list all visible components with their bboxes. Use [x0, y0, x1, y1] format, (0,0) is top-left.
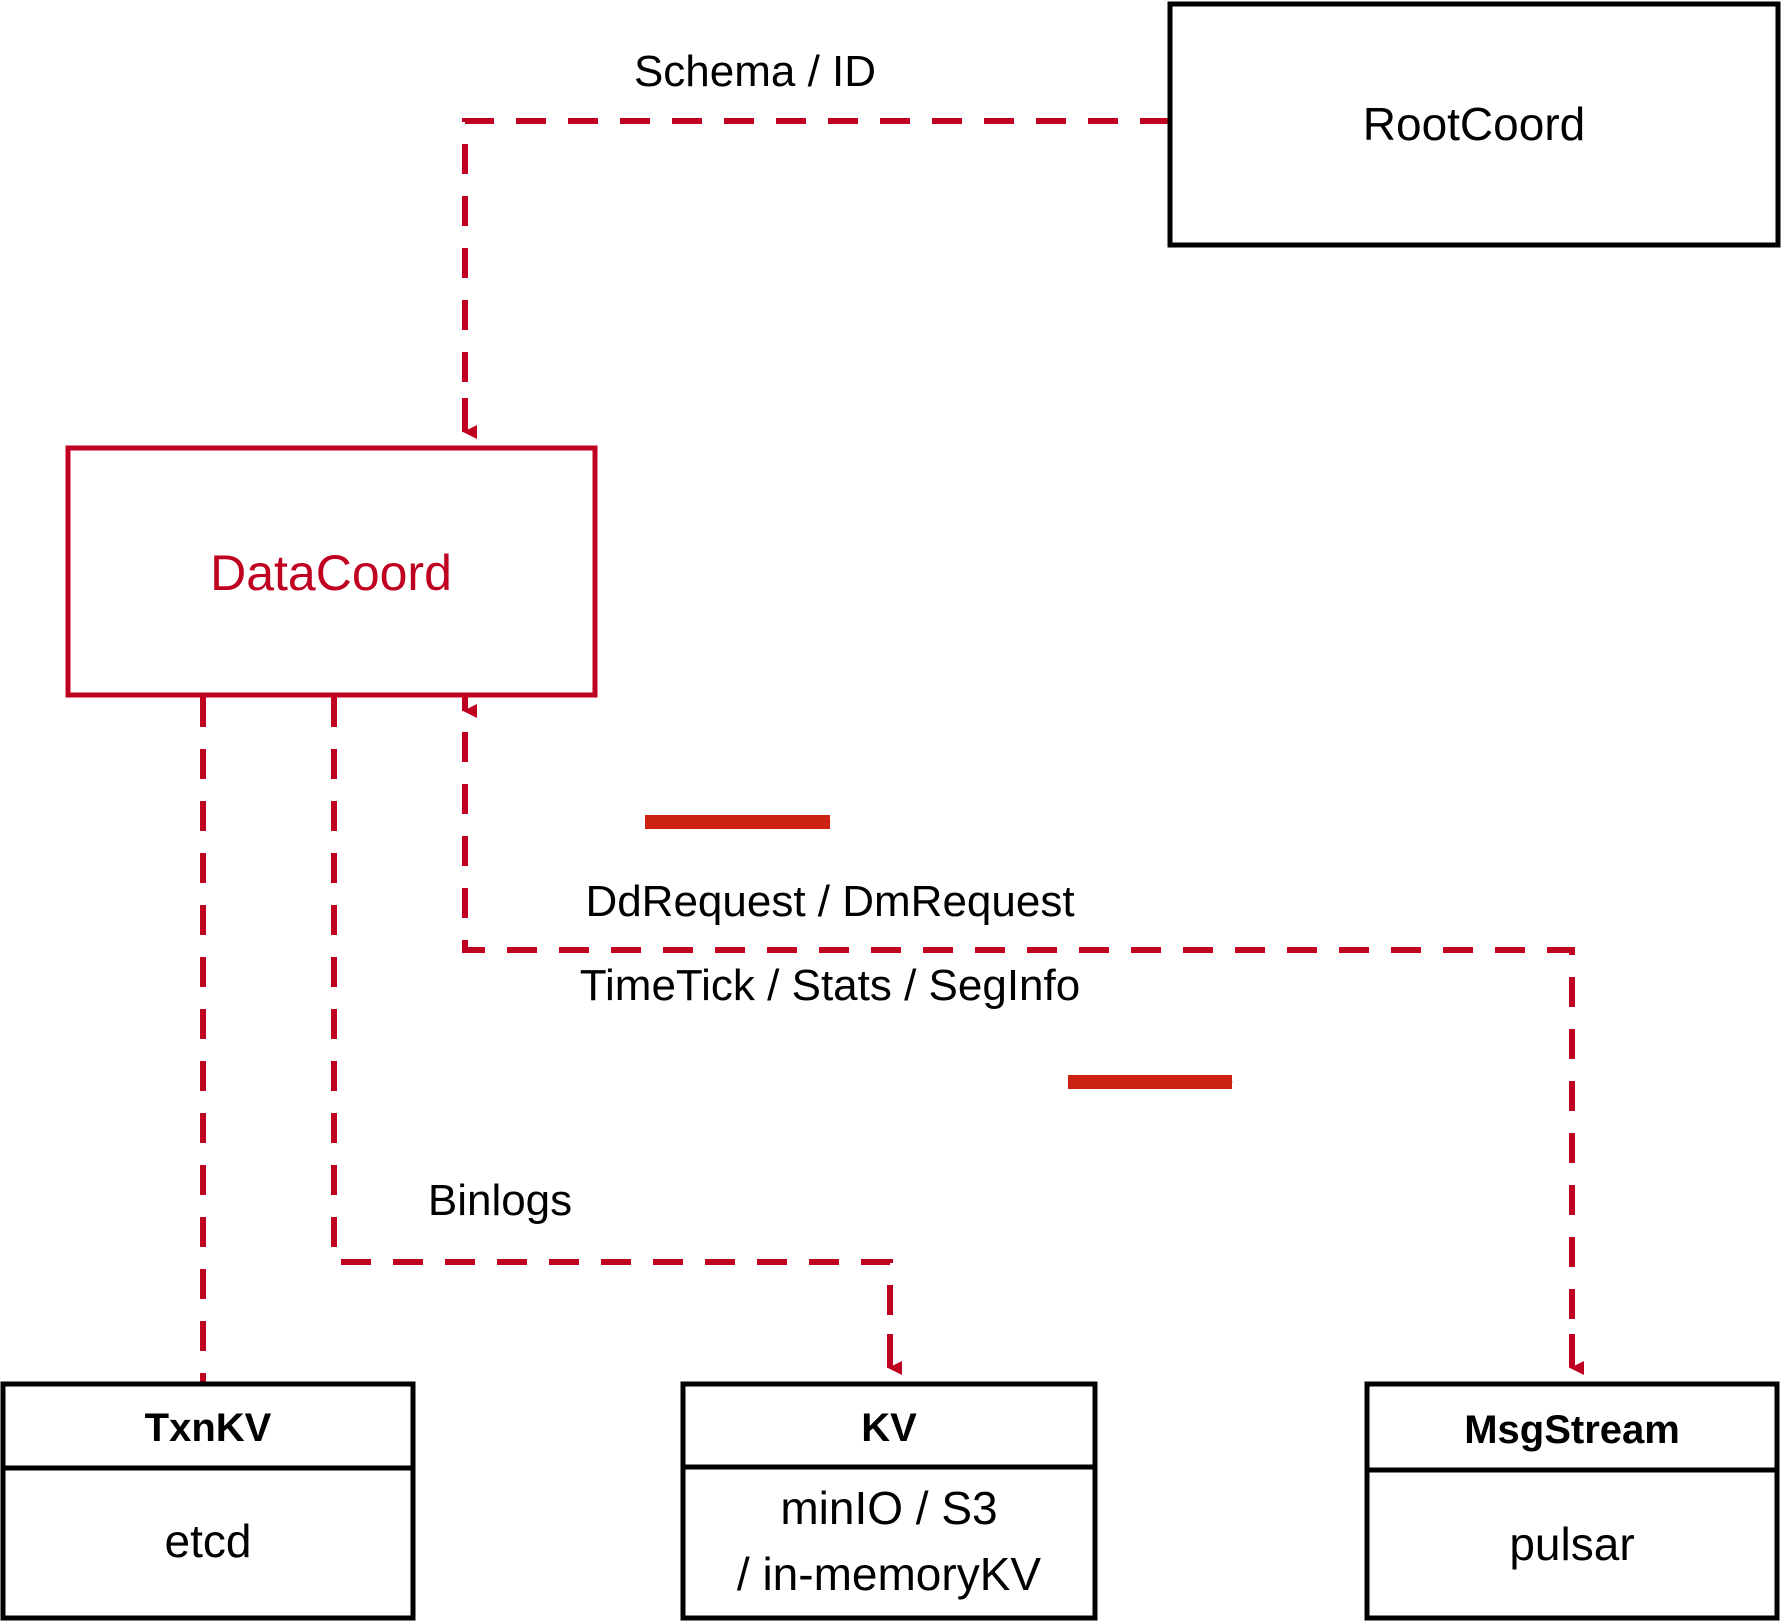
node-kv-subtitle-line2: / in-memoryKV	[737, 1548, 1041, 1600]
node-txnkv-title: TxnKV	[145, 1406, 272, 1450]
edge-label-schema-id: Schema / ID	[634, 47, 876, 96]
node-msgstream-title: MsgStream	[1464, 1408, 1680, 1452]
edge-label-binlogs: Binlogs	[428, 1176, 572, 1225]
node-txnkv-box[interactable]	[0, 1381, 416, 1621]
edge-binlogs-path	[331, 697, 893, 1346]
edge-schema-id-path	[462, 118, 1170, 410]
node-rootcoord[interactable]: RootCoord	[1167, 1, 1781, 248]
node-rootcoord-box[interactable]	[1167, 1, 1781, 248]
edge-label-dd-dm-request: DdRequest / DmRequest	[585, 877, 1074, 926]
node-kv-subtitle-line1: minIO / S3	[780, 1482, 997, 1534]
edge-msgstream-link	[462, 680, 1584, 1375]
node-kv[interactable]: KV minIO / S3 / in-memoryKV	[680, 1381, 1098, 1621]
node-datacoord-label: DataCoord	[210, 545, 452, 601]
edge-msgstream-trunk	[462, 680, 1575, 1346]
node-txnkv[interactable]: TxnKV etcd	[0, 1381, 416, 1621]
node-rootcoord-label: RootCoord	[1363, 98, 1585, 150]
node-datacoord-box[interactable]	[65, 445, 598, 698]
node-msgstream-subtitle: pulsar	[1509, 1518, 1634, 1570]
node-txnkv-subtitle: etcd	[165, 1515, 252, 1567]
edge-schema-id: Schema / ID	[462, 47, 1170, 439]
node-msgstream[interactable]: MsgStream pulsar	[1364, 1381, 1780, 1621]
edge-label-timetick-stats-seginfo: TimeTick / Stats / SegInfo	[580, 961, 1080, 1010]
node-msgstream-box[interactable]	[1364, 1381, 1780, 1621]
node-datacoord[interactable]: DataCoord	[65, 445, 598, 698]
edge-dd-dm-request: DdRequest / DmRequest	[585, 815, 1075, 926]
node-kv-title: KV	[861, 1406, 917, 1450]
edge-timetick-stats-seginfo: TimeTick / Stats / SegInfo	[580, 961, 1233, 1089]
edge-binlogs: Binlogs	[331, 697, 902, 1375]
node-kv-box[interactable]	[680, 1381, 1098, 1621]
